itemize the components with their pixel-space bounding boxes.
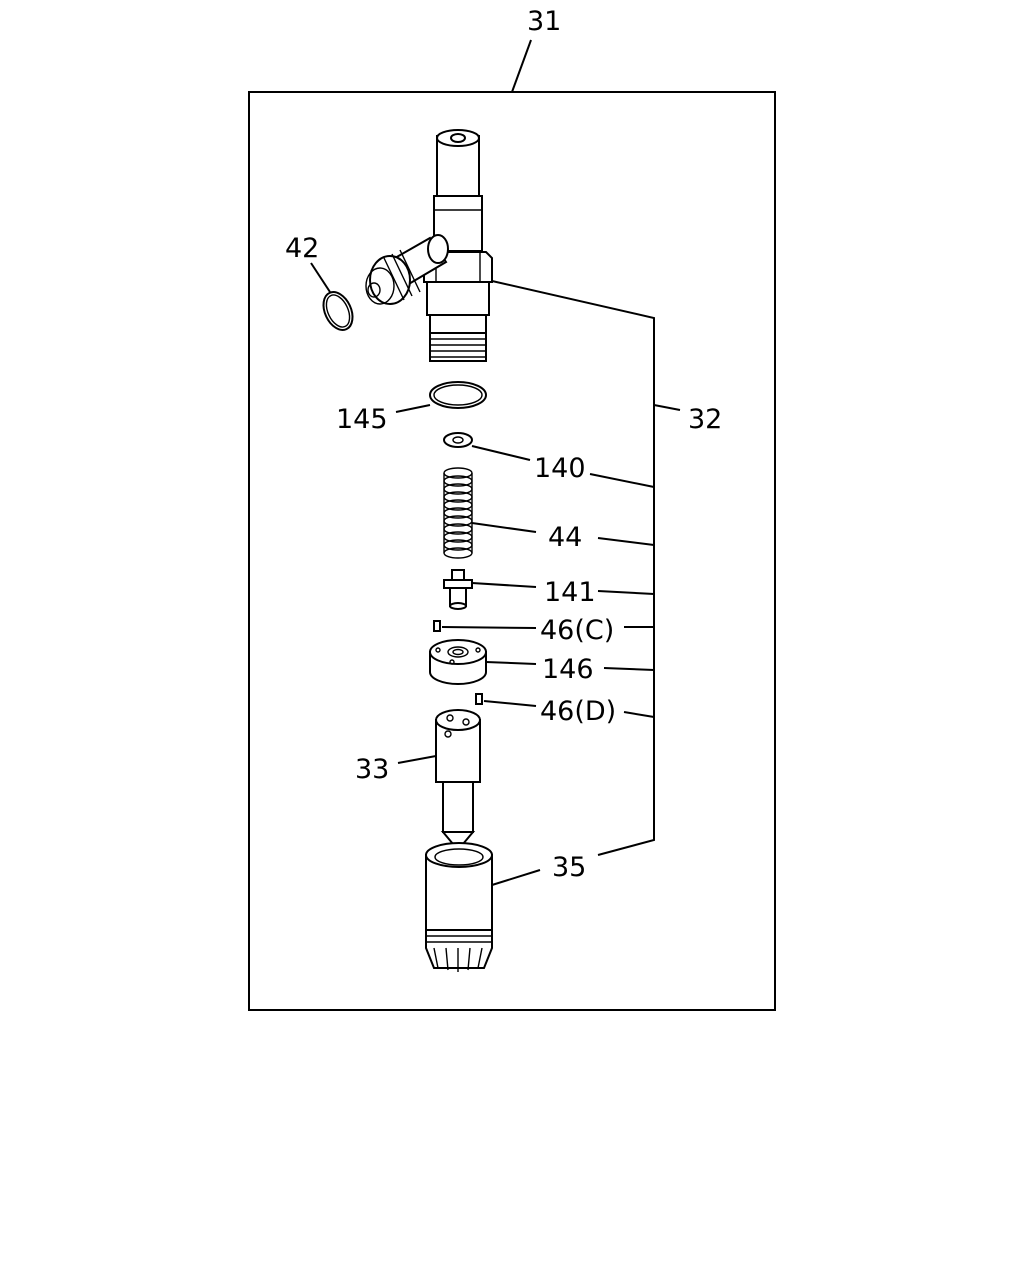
tick-141 [597, 590, 655, 595]
label-42: 42 [285, 233, 319, 264]
leader-35 [491, 869, 541, 886]
injector-body [365, 129, 493, 362]
leader-31 [511, 39, 532, 93]
leader-42 [310, 262, 331, 293]
label-140: 140 [534, 453, 586, 484]
label-141: 141 [544, 577, 596, 608]
leader-146 [485, 661, 537, 665]
nozzle-33 [435, 709, 481, 852]
retaining-nut-35 [425, 842, 493, 972]
plate-146 [429, 639, 487, 685]
leader-32 [653, 404, 681, 411]
leader-141 [471, 582, 537, 588]
label-31: 31 [527, 6, 561, 37]
washer-140 [443, 432, 473, 448]
label-44: 44 [548, 522, 582, 553]
label-146: 146 [542, 654, 594, 685]
diagram-frame [248, 91, 776, 1011]
leader-44 [471, 522, 537, 533]
spring-44 [443, 467, 473, 559]
dowel-46d [475, 693, 483, 705]
label-35: 35 [552, 852, 586, 883]
tick-46d [623, 711, 655, 718]
leader-140 [471, 445, 531, 461]
tick-146 [603, 667, 655, 671]
label-32: 32 [688, 404, 722, 435]
dowel-46c [433, 620, 441, 632]
label-33: 33 [355, 754, 389, 785]
leader-145 [395, 404, 431, 413]
leader-33 [397, 755, 437, 764]
tick-44 [597, 537, 655, 546]
label-46c: 46(C) [540, 615, 614, 646]
bracket-32 [491, 280, 655, 856]
oring-145 [429, 381, 487, 409]
label-46d: 46(D) [540, 696, 616, 727]
label-145: 145 [336, 404, 388, 435]
leader-46c [441, 626, 537, 629]
pin-141 [443, 569, 473, 610]
oring-42 [322, 291, 354, 331]
leader-46d [483, 700, 537, 707]
tick-140 [589, 473, 655, 488]
